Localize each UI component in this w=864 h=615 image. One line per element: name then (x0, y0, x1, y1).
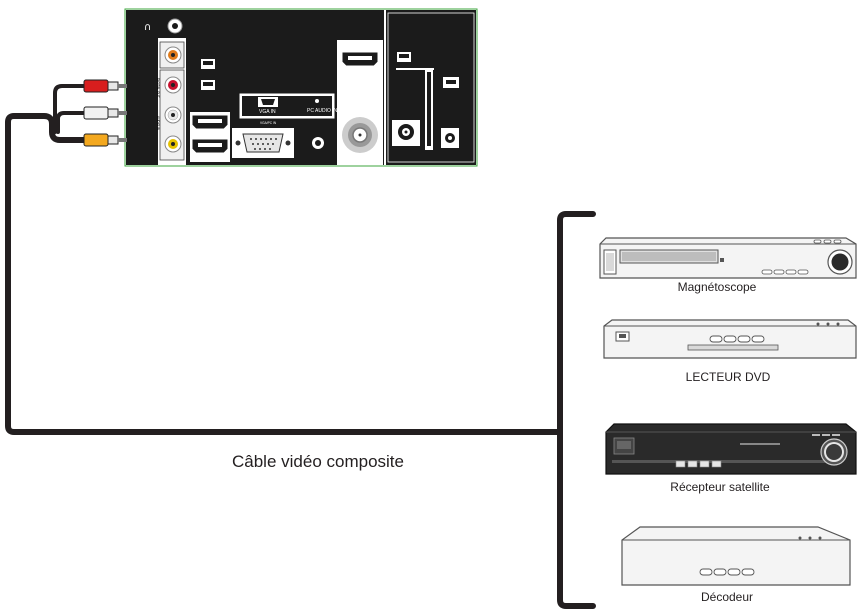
hdmi-ports (190, 59, 230, 162)
rca-plug-red (83, 79, 127, 93)
rca-jack-yellow (164, 135, 182, 153)
rca-jack-digital (164, 46, 182, 64)
headphone-icon: ∩ (144, 22, 151, 33)
rca-plug-yellow (83, 133, 127, 147)
tv-rear-panel: ∩ DIGITAL OUT AUDIO IN (124, 8, 478, 167)
device-decoder: Décodeur (621, 526, 851, 604)
cable-main-run (5, 113, 563, 435)
vga-in-label: VGA IN (259, 109, 276, 115)
cable-branch-red (53, 84, 88, 134)
vga-area: VGA IN PC AUDIO IN VGA/PC IN (232, 93, 338, 158)
rca-jack-red (164, 76, 182, 94)
composite-cable (5, 84, 596, 609)
cable-branch-white (56, 111, 88, 134)
cable-label: Câble vidéo composite (232, 452, 404, 471)
pc-audio-in-label: PC AUDIO IN (307, 108, 338, 114)
device-dvd: LECTEUR DVD (603, 319, 857, 384)
device-satellite: Récepteur satellite (605, 423, 857, 494)
device-bracket (557, 211, 596, 609)
device-label-vcr: Magnétoscope (678, 280, 757, 294)
card-slot (427, 72, 431, 146)
device-label-dvd: LECTEUR DVD (686, 370, 771, 384)
hdmi-antenna-area (337, 40, 383, 165)
rca-jack-white (164, 106, 182, 124)
device-label-satellite: Récepteur satellite (670, 480, 770, 494)
digital-out-label: DIGITAL OUT (156, 78, 160, 98)
rca-plug-white (83, 106, 127, 120)
device-label-decoder: Décodeur (701, 590, 753, 604)
device-vcr: Magnétoscope (599, 237, 857, 294)
side-panel-ports (392, 52, 459, 150)
vga-pc-in-label: VGA/PC IN (260, 121, 277, 125)
av-audio-in-label: AUDIO IN (156, 116, 160, 131)
